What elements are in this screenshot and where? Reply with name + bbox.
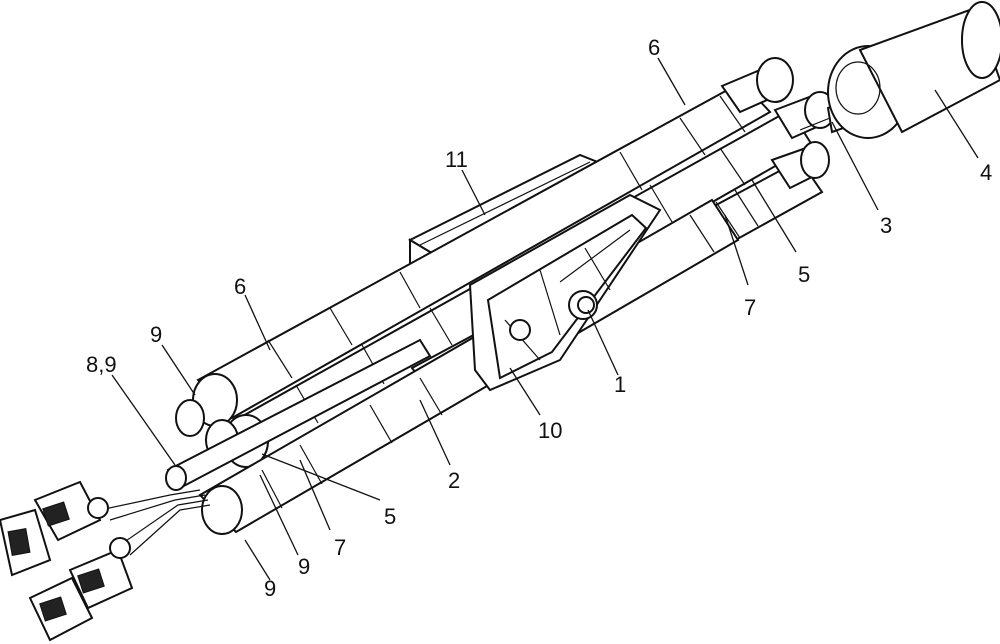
leader-lines <box>111 57 979 581</box>
thin-cable <box>165 338 432 491</box>
callout-9-mid: 9 <box>298 554 310 579</box>
round-connector <box>799 1 1000 139</box>
callout-5-bottom: 5 <box>384 504 396 529</box>
callout-9-bottom: 9 <box>264 576 276 601</box>
callout-8-9: 8,9 <box>86 352 117 377</box>
callout-7-right: 7 <box>744 295 756 320</box>
tube-top <box>175 57 794 437</box>
callout-4: 4 <box>980 160 992 185</box>
callout-7-bottom: 7 <box>334 535 346 560</box>
callout-1: 1 <box>614 372 626 397</box>
callout-6-left: 6 <box>234 274 246 299</box>
front-bracket <box>468 193 662 392</box>
callout-9-top: 9 <box>150 322 162 347</box>
callout-11: 11 <box>445 147 468 172</box>
left-plug-cluster <box>0 480 211 642</box>
callout-10: 10 <box>538 418 562 443</box>
callout-2: 2 <box>448 468 460 493</box>
callout-5-right: 5 <box>798 262 810 287</box>
callout-3: 3 <box>880 213 892 238</box>
callout-6-top: 6 <box>648 35 660 60</box>
